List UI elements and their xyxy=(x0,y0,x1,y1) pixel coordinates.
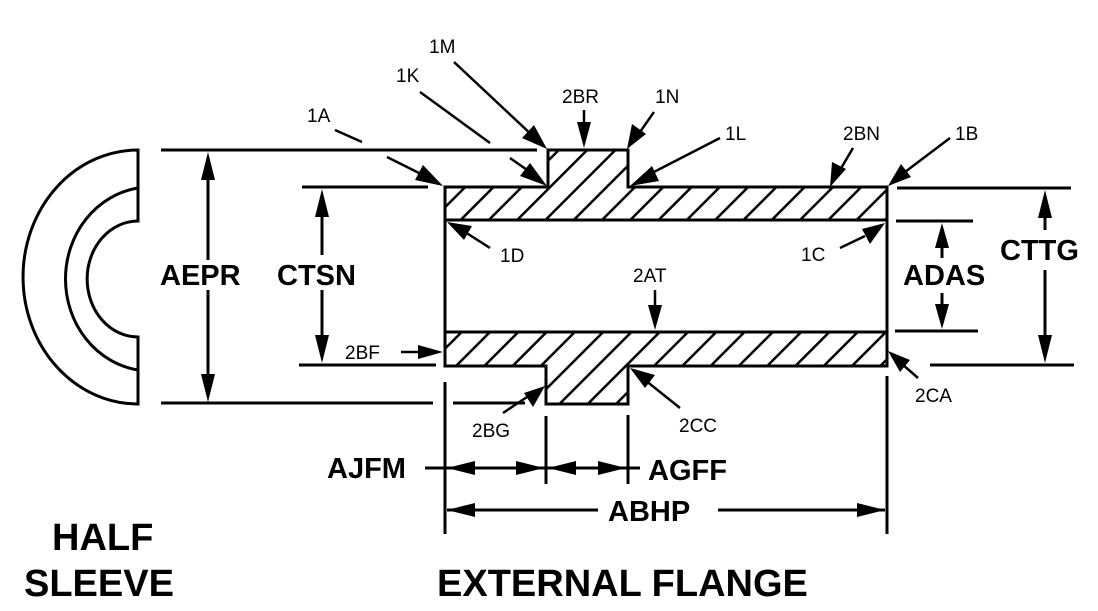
callout-1m-label: 1M xyxy=(429,37,455,58)
callout-1n: 1N xyxy=(627,87,679,149)
callout-1k: 1K xyxy=(396,66,547,186)
cttg-dimension: CTTG xyxy=(1000,190,1079,363)
callout-2ca: 2CA xyxy=(888,351,952,407)
callout-1d: 1D xyxy=(447,222,524,267)
callout-2cc: 2CC xyxy=(630,368,717,437)
callout-2bg: 2BG xyxy=(472,386,545,442)
callout-2at: 2AT xyxy=(633,266,667,330)
callout-1l: 1L xyxy=(630,124,746,186)
aepr-label: AEPR xyxy=(160,260,241,292)
half-sleeve-view xyxy=(21,148,140,406)
callout-2ca-label: 2CA xyxy=(915,386,952,407)
callout-1b-label: 1B xyxy=(955,124,978,145)
external-flange-section xyxy=(443,148,889,406)
callout-1c-label: 1C xyxy=(801,245,825,266)
callout-1b: 1B xyxy=(888,124,978,186)
ctsn-label: CTSN xyxy=(277,260,356,292)
callout-2bn: 2BN xyxy=(830,124,880,187)
adas-dimension: ADAS xyxy=(903,223,985,329)
half-sleeve-inner-arc xyxy=(85,188,140,370)
aepr-dimension: AEPR xyxy=(160,152,241,402)
external-flange-title: EXTERNAL FLANGE xyxy=(437,563,808,605)
top-wall-section xyxy=(443,148,889,222)
bottom-wall-section xyxy=(443,330,889,406)
callout-1m: 1M xyxy=(429,37,547,149)
callout-2at-label: 2AT xyxy=(633,266,667,287)
callout-1c: 1C xyxy=(801,223,885,266)
agff-dimension: AGFF xyxy=(546,455,727,487)
callout-2cc-label: 2CC xyxy=(679,416,717,437)
callout-2br-label: 2BR xyxy=(562,87,599,108)
callout-2bf-label: 2BF xyxy=(345,343,380,364)
callout-1n-label: 1N xyxy=(655,87,679,108)
callout-1a: 1A xyxy=(307,106,443,186)
half-sleeve-outer-arc xyxy=(21,148,140,406)
abhp-label: ABHP xyxy=(608,496,690,528)
half-sleeve-title-line1: HALF xyxy=(52,517,153,559)
adas-label: ADAS xyxy=(903,260,985,292)
half-sleeve-title-line2: SLEEVE xyxy=(24,563,174,605)
ctsn-dimension: CTSN xyxy=(277,189,356,363)
callout-2br: 2BR xyxy=(562,87,599,148)
callout-1a-label: 1A xyxy=(307,106,331,127)
ajfm-label: AJFM xyxy=(327,453,406,485)
callout-2bg-label: 2BG xyxy=(472,421,510,442)
callout-1k-label: 1K xyxy=(396,66,420,87)
callout-2bn-label: 2BN xyxy=(843,124,880,145)
abhp-dimension: ABHP xyxy=(447,496,885,528)
callout-2bf: 2BF xyxy=(345,343,443,364)
callout-1l-label: 1L xyxy=(725,124,746,145)
ajfm-dimension: AJFM xyxy=(327,453,546,485)
cttg-label: CTTG xyxy=(1000,235,1079,267)
agff-label: AGFF xyxy=(648,455,727,487)
callout-1d-label: 1D xyxy=(500,246,524,267)
